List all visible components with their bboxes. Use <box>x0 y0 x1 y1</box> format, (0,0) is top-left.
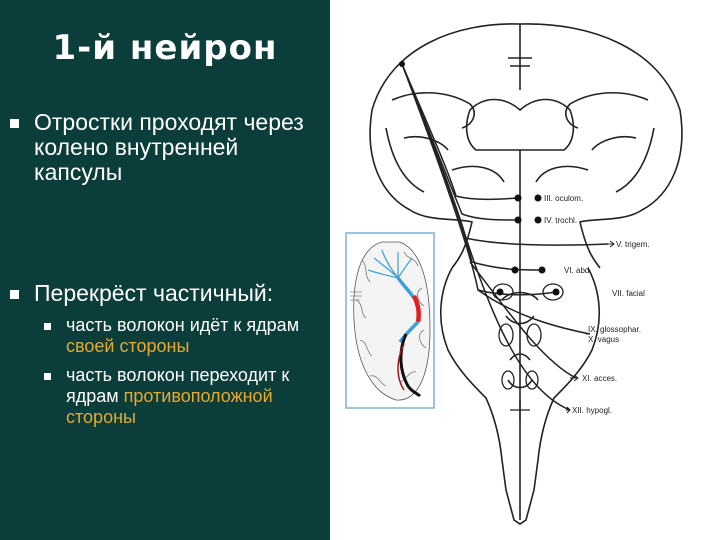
bullet-decussation: Перекрёст частичный: <box>34 280 274 306</box>
sub-bullet-accent: противоположной стороны <box>66 386 273 427</box>
sub-bullet-text: часть волокон идёт к ядрам <box>66 315 300 335</box>
sub-bullet-marker <box>44 323 51 330</box>
brainstem-diagram: III. oculom. IV. trochl. V. trigem. VI. … <box>330 0 720 540</box>
text-panel: 1-й нейрон Отростки проходят через колен… <box>0 0 330 540</box>
sub-bullet-marker <box>44 373 51 380</box>
bullet-marker <box>10 119 19 128</box>
left-hemisphere-outline <box>369 23 521 269</box>
brainstem-svg: III. oculom. IV. trochl. V. trigem. VI. … <box>345 23 683 525</box>
slide-title: 1-й нейрон <box>52 28 278 68</box>
fibre-hypoglossal <box>465 237 571 411</box>
bullet-capsule: Отростки проходят через колено внутренне… <box>34 109 304 185</box>
cranial-nuclei <box>399 61 560 296</box>
fibre-oculomotor <box>401 63 517 201</box>
nerve-label-trochlear: IV. trochl. <box>544 216 577 225</box>
cortex-neuron-body <box>399 61 405 67</box>
fibre-accessory <box>469 261 577 379</box>
nerve-label-vagus: X. vagus <box>588 335 619 344</box>
nerve-label-oculomotor: III. oculom. <box>544 194 583 203</box>
nerve-label-trigeminal: V. trigem. <box>616 240 650 249</box>
sub-bullet-same-side: часть волокон идёт к ядрам своей стороны <box>66 315 324 357</box>
nerve-label-abducens: VI. abd. <box>564 266 592 275</box>
nerve-label-hypoglossal: XII. hypogl. <box>572 406 612 415</box>
inset-coronal-section <box>345 232 435 409</box>
fibre-facial <box>401 63 557 296</box>
fibre-glossopharyngeal <box>477 289 591 335</box>
nerve-label-accessory: XI. acces. <box>582 374 617 383</box>
right-hemisphere-outline <box>519 23 683 269</box>
bullet-marker <box>10 290 19 299</box>
sub-bullet-accent: своей стороны <box>66 336 190 356</box>
nerve-label-facial: VII. facial <box>612 289 645 298</box>
sub-bullet-text: часть волокон переходит к ядрам <box>66 365 290 406</box>
nerve-label-glossopharyngeal: IX. glossophar. <box>588 325 641 334</box>
sub-bullet-opposite-side: часть волокон переходит к ядрам противоп… <box>66 365 324 428</box>
